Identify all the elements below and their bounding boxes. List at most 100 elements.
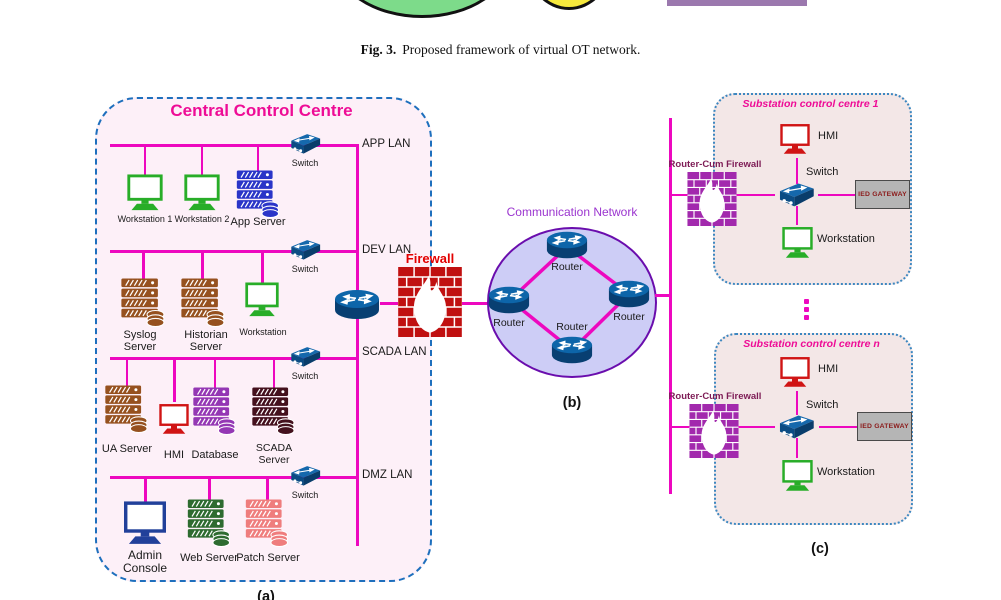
firewall-to-network-line [462,301,488,305]
admin-console-label: Admin Console [122,548,168,576]
admin-console-drop-line [144,478,147,503]
dev-workstation-icon [245,282,279,318]
historian-server-label: Historian Server [184,329,228,354]
figure-caption-text: Proposed framework of virtual OT network… [402,42,641,57]
substation-backbone-line [669,118,672,494]
network-router-left-icon [488,284,530,317]
substation-1-firewall-icon [687,172,737,226]
firewall-label: Firewall [405,251,455,266]
substation-n-workstation-label: Workstation [817,466,875,478]
ua-server-drop-line [125,359,128,386]
substation-n-workstation-icon [782,457,813,495]
app-server-label: App Server [230,216,286,228]
database-drop-line [213,359,216,388]
scada-server-label: SCADA Server [255,442,293,466]
router-to-firewall-line [380,301,398,305]
substation-n-switch-label: Switch [806,399,839,411]
dmz-lan-switch-label: Switch [291,490,319,500]
substation-n-switch-gateway-line [819,425,857,428]
substation-1-hmi-label: HMI [818,130,839,142]
network-router-right-label: Router [613,311,645,323]
ua-server-label: UA Server [101,443,153,455]
green-ellipse-partial [333,0,511,18]
substation-n-hmi-icon [780,354,810,391]
app-server-icon [236,170,280,218]
central-backbone-line [356,144,359,546]
figure-caption-number: Fig. 3. [360,42,397,57]
panel-c-label: (c) [811,541,829,557]
workstation1-drop-line [143,146,146,175]
patch-server-drop-line [266,478,269,500]
dev-lan-switch-label: Switch [291,264,319,274]
workstation2-label: Workstation 2 [174,214,230,224]
firewall-icon [398,267,462,337]
substation-n-firewall-label: Router-Cum Firewall [668,391,762,402]
scada-lan-switch-label: Switch [291,371,319,381]
substation-1-hmi-switch-line [795,158,798,184]
network-router-top-icon [546,229,588,262]
syslog-server-icon [120,278,166,327]
substation-n-hmi-switch-line [795,391,798,415]
substation-1-switch-gateway-line [818,193,856,196]
hmi-icon [159,401,189,438]
dev-lan-label: DEV LAN [362,244,412,256]
app-lan-switch-icon [287,130,323,157]
substation-n-ied-gateway: IED GATEWAY [857,412,912,441]
substation-ellipsis-dots [804,299,809,320]
substation-n-firewall-icon [689,404,739,458]
dev-workstation-drop-line [261,252,264,283]
historian-drop-line [201,252,204,280]
purple-bar-partial [667,0,807,6]
patch-server-icon [244,499,290,547]
syslog-drop-line [142,252,145,280]
substation-1-title: Substation control centre 1 [742,98,879,110]
dev-lan-switch-icon [287,236,323,263]
hmi-label: HMI [163,449,185,461]
network-router-right-icon [608,278,650,311]
substation-n-title: Substation control centre n [743,338,880,350]
substation-1-hmi-icon [780,121,810,158]
central-router-icon [334,287,380,323]
network-to-substations-line [655,293,672,297]
scada-lan-switch-icon [287,343,323,370]
network-router-top-label: Router [551,261,583,273]
substation-1-switch-label: Switch [806,166,839,178]
communication-network-title: Communication Network [506,205,638,219]
figure-caption: Fig. 3. Proposed framework of virtual OT … [0,42,1001,58]
database-icon [192,387,237,435]
substation-1-firewall-label: Router-Cum Firewall [668,159,762,170]
central-control-centre-title: Central Control Centre [170,101,353,120]
network-router-bottom-label: Router [556,321,588,333]
scada-lan-bus [110,357,357,360]
app-lan-label: APP LAN [362,138,411,150]
scada-server-drop-line [272,359,275,388]
dmz-lan-label: DMZ LAN [362,469,413,481]
substation-1-switch-icon [773,181,819,208]
substation-n-switch-icon [773,413,819,440]
web-server-drop-line [208,478,211,500]
dev-workstation-label: Workstation [239,327,287,337]
workstation2-icon [184,174,220,212]
yellow-ellipse-partial [527,0,611,10]
panel-b-label: (b) [562,395,582,411]
web-server-label: Web Server [180,552,238,564]
patch-server-label: Patch Server [236,552,300,564]
network-router-left-label: Router [493,317,525,329]
substation-1-ied-gateway: IED GATEWAY [855,180,910,209]
network-router-bottom-icon [551,334,593,367]
dev-lan-bus [110,250,357,253]
web-server-icon [186,499,232,547]
syslog-server-label: Syslog Server [123,329,157,354]
substation-n-hmi-label: HMI [818,363,839,375]
substation-1-workstation-label: Workstation [817,233,875,245]
panel-a-label: (a) [257,589,275,600]
workstation1-label: Workstation 1 [117,214,173,224]
hmi-drop-line [173,359,176,402]
scada-server-icon [251,387,296,435]
app-server-drop-line [256,146,259,172]
substation-n-switch-workstation-line [795,438,798,458]
scada-lan-label: SCADA LAN [362,346,427,358]
substation-1-workstation-icon [782,224,813,262]
ua-server-icon [104,385,149,433]
